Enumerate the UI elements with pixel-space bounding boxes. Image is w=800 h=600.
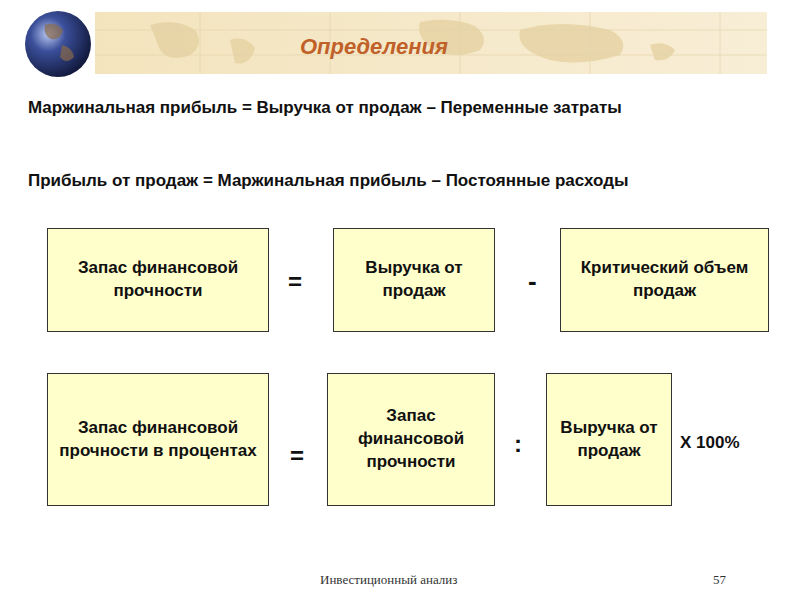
box-content: Запас финансовой прочности в процентах [54,417,262,463]
formula-box: Выручка от продаж [546,373,672,506]
world-map-texture [150,20,675,64]
grid-lines [95,12,767,74]
formula-box: Запас финансовой прочности [47,228,269,332]
operator-sign: - [528,264,537,299]
box-label: Запас финансовой прочности в процентах [54,417,262,463]
box-label: Запас финансовой прочности [54,257,262,303]
box-content: Запас финансовой прочности [54,257,262,303]
formula-box: Критический объем продаж [560,228,769,332]
operator-sign: X 100% [680,432,740,455]
box-content: Запас финансовой прочности [334,405,488,474]
globe-icon [25,11,91,77]
footer-text: Инвестиционный анализ [320,571,457,589]
formula-text: Маржинальная прибыль = Выручка от продаж… [28,97,773,120]
box-label: Выручка от продаж [553,417,665,463]
formula-text: Прибыль от продаж = Маржинальная прибыль… [28,170,773,193]
box-label: Критический объем продаж [567,257,762,303]
operator-sign: : [514,428,522,460]
box-content: Выручка от продаж [340,257,488,303]
operator-sign: = [290,440,304,472]
formula-box: Запас финансовой прочности в процентах [47,373,269,506]
footer-text: 57 [713,571,726,589]
slide-title: Определения [300,34,448,60]
formula-box: Выручка от продаж [333,228,495,332]
box-content: Критический объем продаж [567,257,762,303]
box-label: Запас финансовой прочности [334,405,488,474]
header-band [95,12,767,74]
box-content: Выручка от продаж [553,417,665,463]
globe-land [45,24,74,61]
operator-sign: = [288,266,302,298]
box-label: Выручка от продаж [340,257,488,303]
formula-box: Запас финансовой прочности [327,373,495,506]
